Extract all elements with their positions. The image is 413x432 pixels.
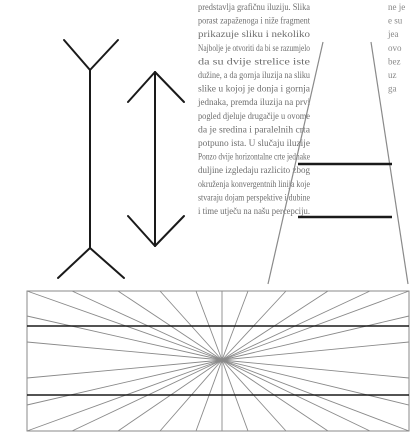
- paragraph-line: dužine, a da gornja iluzija na sliku: [198, 70, 310, 80]
- paragraph-line: potpuno ista. U slučaju iluzije: [198, 138, 310, 148]
- paragraph-line: prikazuje sliku i nekoliko: [198, 29, 311, 39]
- paragraph-line: porast zapaženoga i niže fragment: [198, 16, 310, 26]
- hering-illusion: [27, 291, 409, 431]
- paragraph-line: i time utječu na našu percepciju.: [198, 206, 310, 216]
- side-text-line: bez: [388, 56, 401, 66]
- paragraph-line: da je sredina i paralelnih crta: [198, 124, 310, 134]
- paragraph-line: slike u kojoj je donja i gornja: [198, 84, 310, 94]
- paragraph-line: predstavlja grafičnu iluziju. Slika: [198, 2, 310, 12]
- side-text-line: uz: [388, 70, 397, 80]
- paragraph-line: Ponzo dvije horizontalne crte jednake: [198, 152, 310, 162]
- side-text-line: e su: [388, 16, 403, 26]
- side-text-line: ga: [388, 84, 397, 94]
- side-text-line: ne je: [388, 2, 405, 12]
- paragraph-line: stvaraju dojam perspektive i dubine: [198, 192, 310, 202]
- paragraph-line: jednaka, premda iluzija na prvi: [197, 97, 310, 107]
- paragraph-line: okruženja konvergentnih linija koje: [198, 179, 310, 189]
- paragraph-line: da su dvije strelice iste: [198, 56, 310, 66]
- paragraph-line: pogled djeluje drugačije u ovome: [198, 111, 310, 121]
- side-text-line: jea: [387, 29, 399, 39]
- side-text-line: ovo: [388, 43, 402, 53]
- paragraph-line: Najbolje je otvoriti da bi se razumjelo: [198, 43, 310, 53]
